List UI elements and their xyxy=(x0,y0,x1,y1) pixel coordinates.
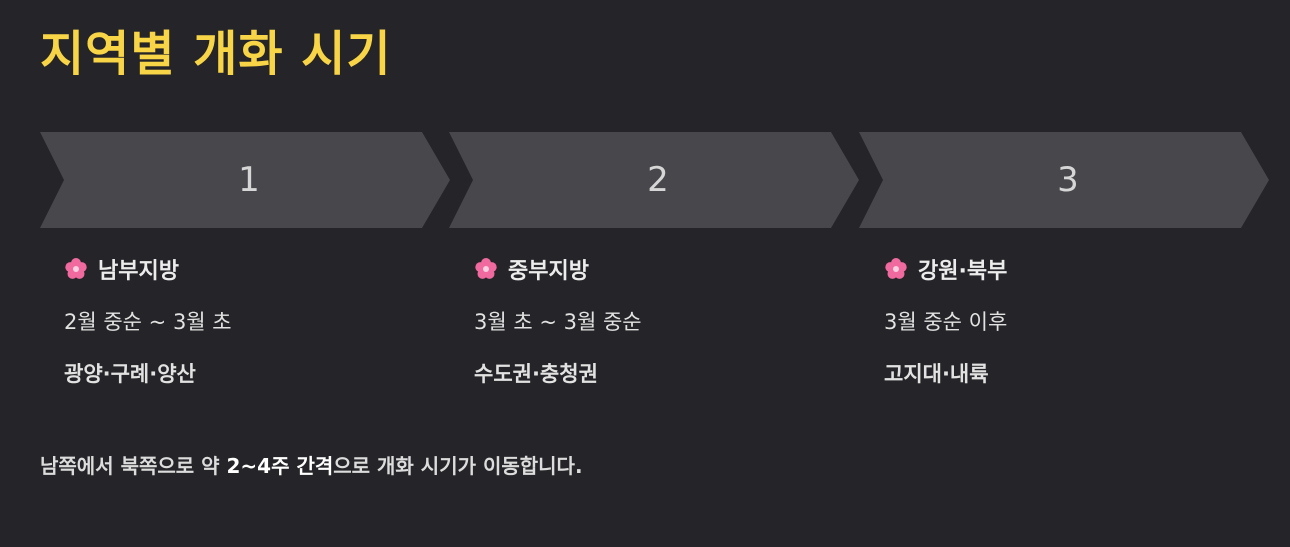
step-arrows: 1 2 3 xyxy=(0,132,1290,228)
note-text-after: 으로 개화 시기가 이동합니다. xyxy=(333,454,583,478)
bloom-period: 2월 중순 ~ 3월 초 xyxy=(64,310,232,334)
bloom-places: 고지대·내륙 xyxy=(884,362,989,386)
step-number: 3 xyxy=(1057,160,1079,200)
region-name: 중부지방 xyxy=(508,259,589,284)
bloom-places: 수도권·충청권 xyxy=(474,362,598,386)
cherry-blossom-icon xyxy=(885,258,907,279)
region-name: 남부지방 xyxy=(98,259,179,284)
region-card-south: 남부지방 2월 중순 ~ 3월 초 광양·구례·양산 xyxy=(64,252,444,388)
region-card-central: 중부지방 3월 초 ~ 3월 중순 수도권·충청권 xyxy=(474,252,854,388)
step-number: 2 xyxy=(647,160,669,200)
cherry-blossom-icon xyxy=(65,258,87,279)
page-title: 지역별 개화 시기 xyxy=(40,26,392,82)
cherry-blossom-icon xyxy=(475,258,497,279)
region-card-north: 강원·북부 3월 중순 이후 고지대·내륙 xyxy=(884,252,1264,388)
step-arrow-3: 3 xyxy=(859,132,1269,228)
step-number: 1 xyxy=(238,160,260,200)
region-name: 강원·북부 xyxy=(918,259,1008,284)
step-arrow-1: 1 xyxy=(40,132,450,228)
summary-note: 남쪽에서 북쪽으로 약 2~4주 간격으로 개화 시기가 이동합니다. xyxy=(40,450,583,479)
step-arrow-2: 2 xyxy=(449,132,859,228)
bloom-period: 3월 중순 이후 xyxy=(884,310,1008,334)
bloom-places: 광양·구례·양산 xyxy=(64,362,196,386)
note-text-before: 남쪽에서 북쪽으로 약 xyxy=(40,454,227,478)
bloom-period: 3월 초 ~ 3월 중순 xyxy=(474,310,642,334)
note-emphasis: 2~4주 간격 xyxy=(226,454,334,478)
